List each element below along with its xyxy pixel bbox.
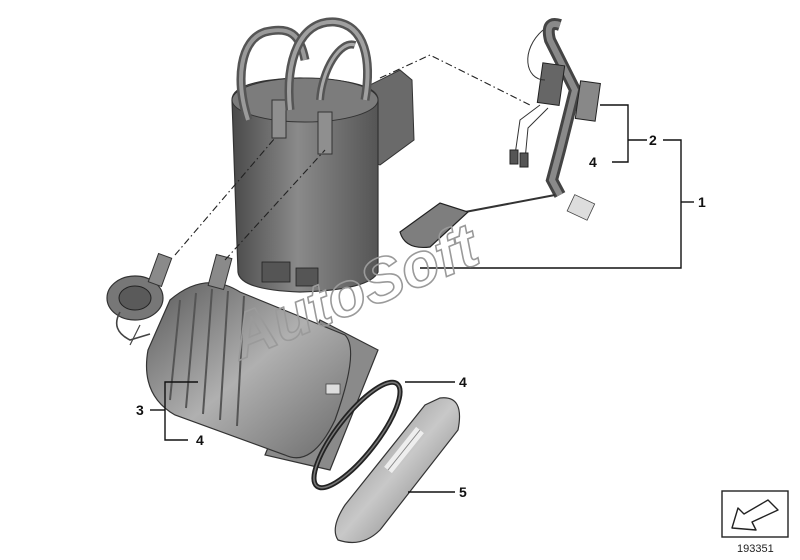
callout-3: 3: [136, 402, 144, 418]
callout-1: 1: [698, 194, 706, 210]
sealing-ring: [311, 379, 403, 491]
lock-ring: [334, 397, 461, 543]
filter-housing-assembly: [231, 17, 415, 293]
alignment-line: [224, 149, 326, 261]
fuel-level-sensor: [399, 18, 601, 249]
callout-3-sub: 4: [196, 432, 204, 448]
callout-seal: 4: [459, 374, 467, 390]
alignment-line: [174, 137, 276, 256]
callout-leaders: [150, 104, 694, 493]
callout-ring: 5: [459, 484, 467, 500]
alignment-line: [379, 54, 531, 106]
callout-2: 2: [649, 132, 657, 148]
arrow-down-left-icon: [721, 490, 789, 538]
reference-number: 193351: [737, 543, 774, 555]
fuel-pump-assembly: [106, 252, 379, 471]
callout-2-sub: 4: [589, 154, 597, 170]
